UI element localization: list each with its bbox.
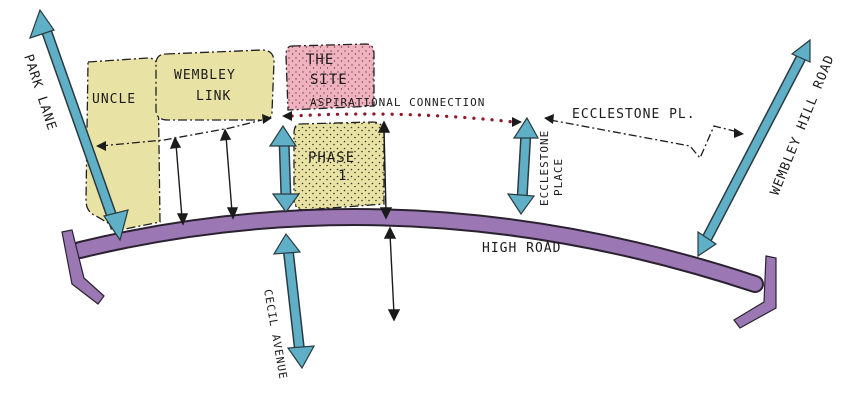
aspirational-connection-label: ASPIRATIONAL CONNECTION <box>310 96 485 109</box>
ecclestone-pl-label: ECCLESTONE PL. <box>572 107 696 122</box>
phase-label: PHASE <box>308 150 355 166</box>
aspirational-connection: ASPIRATIONAL CONNECTION <box>282 96 522 127</box>
wembley-link-label-line2: LINK <box>196 89 231 104</box>
ecclestone-place-label-line2: PLACE <box>552 158 565 196</box>
site-block: THE SITE <box>285 43 375 111</box>
wembley-hill-road-label: WEMBLEY HILL ROAD <box>768 53 838 198</box>
central-connection-arrow <box>268 124 301 214</box>
wembley-link-block: WEMBLEY LINK <box>155 49 275 121</box>
cecil-avenue-label: CECIL AVENUE <box>261 288 290 380</box>
access-arrows <box>169 120 401 322</box>
phase-number-label: 1 <box>338 168 347 184</box>
right-chevron-icon <box>733 255 777 329</box>
ecclestone-pl-link: ECCLESTONE PL. <box>544 107 744 160</box>
dash-dot-link <box>96 114 272 151</box>
high-road-label: HIGH ROAD <box>482 241 561 256</box>
left-chevron-icon <box>61 229 105 305</box>
site-label-line1: THE <box>306 52 334 68</box>
phase-1-block: PHASE 1 <box>293 121 385 211</box>
park-lane-arrow <box>29 8 129 242</box>
high-road: HIGH ROAD <box>71 208 764 293</box>
cecil-avenue-arrow <box>272 232 316 370</box>
uncle-label: UNCLE <box>92 92 136 107</box>
wembley-hill-road-arrow <box>697 38 811 258</box>
ecclestone-place-label-line1: ECCLESTONE <box>538 130 551 206</box>
ecclestone-place-arrow <box>506 116 540 216</box>
site-label-line2: SITE <box>310 72 348 88</box>
wembley-link-label-line1: WEMBLEY <box>174 68 236 83</box>
